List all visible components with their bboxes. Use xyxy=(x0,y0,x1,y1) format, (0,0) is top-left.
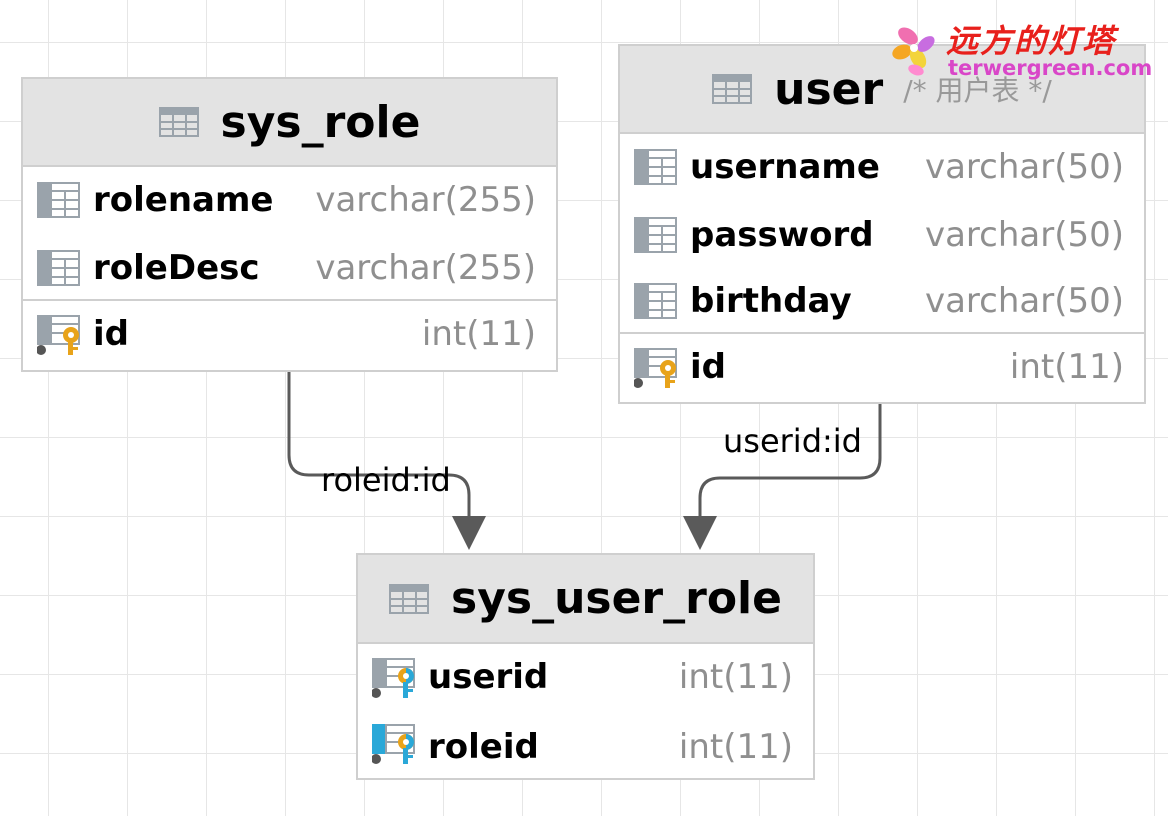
column-name: id xyxy=(93,314,129,354)
link-line-role xyxy=(287,370,471,520)
column-type: int(11) xyxy=(678,727,793,767)
key-row[interactable]: id int(11) xyxy=(620,334,1144,402)
column-name: roleDesc xyxy=(93,248,260,288)
column-name: birthday xyxy=(690,281,852,321)
table-header[interactable]: user /* 用户表 */ xyxy=(620,46,1144,134)
link-label-roleid: roleid:id xyxy=(321,461,451,499)
column-icon xyxy=(634,217,677,253)
table-user[interactable]: user /* 用户表 */ username varchar(50) pass… xyxy=(618,44,1146,404)
column-row[interactable]: roleDesc varchar(255) xyxy=(23,235,556,299)
watermark-title: 远方的灯塔 xyxy=(946,22,1117,60)
table-name: sys_role xyxy=(220,96,421,148)
primary-foreign-key-icon xyxy=(372,658,415,698)
column-icon xyxy=(634,283,677,319)
primary-key-icon xyxy=(37,315,80,355)
key-row[interactable]: roleid int(11) xyxy=(358,714,813,778)
column-name: userid xyxy=(428,657,549,697)
column-type: varchar(255) xyxy=(315,180,536,220)
column-type: varchar(50) xyxy=(924,215,1124,255)
column-name: password xyxy=(690,215,874,255)
column-type: varchar(255) xyxy=(315,248,536,288)
table-sys-user-role[interactable]: sys_user_role userid int(11) xyxy=(356,553,815,780)
column-name: rolename xyxy=(93,180,274,220)
column-row[interactable]: username varchar(50) xyxy=(620,134,1144,202)
link-arrow-role xyxy=(452,516,486,550)
primary-foreign-key-icon xyxy=(372,724,415,764)
link-label-userid: userid:id xyxy=(723,422,862,460)
table-name: sys_user_role xyxy=(451,573,782,624)
table-icon xyxy=(389,583,430,614)
column-type: varchar(50) xyxy=(924,147,1124,187)
link-arrow-user xyxy=(683,516,717,550)
flower-logo-icon xyxy=(892,27,935,76)
table-header[interactable]: sys_role xyxy=(23,79,556,167)
key-row[interactable]: id int(11) xyxy=(23,301,556,369)
column-type: varchar(50) xyxy=(924,281,1124,321)
watermark-url: terwergreen.com xyxy=(948,56,1153,80)
column-name: roleid xyxy=(428,727,539,767)
table-header[interactable]: sys_user_role xyxy=(358,555,813,644)
table-icon xyxy=(158,107,199,137)
link-line-user xyxy=(698,402,882,520)
column-icon xyxy=(37,182,80,218)
section-divider xyxy=(620,332,1144,334)
column-row[interactable]: password varchar(50) xyxy=(620,202,1144,268)
table-sys-role[interactable]: sys_role rolename varchar(255) roleDesc … xyxy=(21,77,558,372)
table-icon xyxy=(712,74,753,104)
column-type: int(11) xyxy=(678,657,793,697)
key-row[interactable]: userid int(11) xyxy=(358,644,813,714)
column-type: int(11) xyxy=(421,314,536,354)
primary-key-icon xyxy=(634,348,677,388)
column-name: id xyxy=(690,347,726,387)
column-name: username xyxy=(690,147,880,187)
column-row[interactable]: birthday varchar(50) xyxy=(620,268,1144,332)
watermark: 远方的灯塔 terwergreen.com xyxy=(888,18,1160,84)
column-row[interactable]: rolename varchar(255) xyxy=(23,167,556,235)
section-divider xyxy=(23,299,556,301)
table-comment: /* 用户表 */ xyxy=(903,74,1052,107)
column-icon xyxy=(37,250,80,286)
column-type: int(11) xyxy=(1009,347,1124,387)
column-icon xyxy=(634,149,677,185)
table-name: user xyxy=(774,63,884,115)
